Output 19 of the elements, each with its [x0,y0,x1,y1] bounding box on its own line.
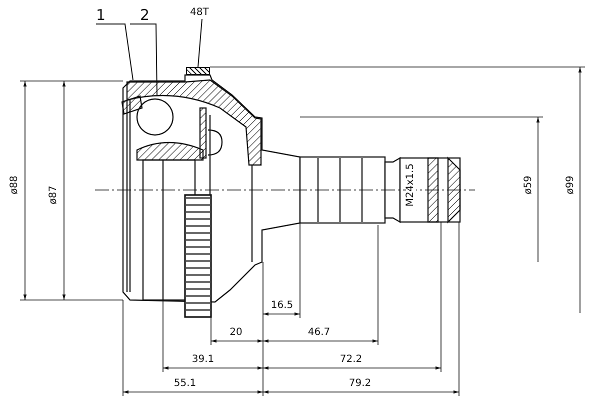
dimension-label: ø88 [10,176,20,194]
dimension-label: 20 [230,328,242,338]
dimension-label: 79.2 [348,379,372,389]
callout-number: 48T [190,8,209,18]
callout-number: 2 [140,8,150,23]
dimension-label: 72.2 [340,355,362,365]
dimension-label: 16.5 [270,301,294,311]
leader-line [198,18,202,68]
dimension-label: M24x1.5 [406,163,416,207]
dimension-label: ø99 [566,176,576,194]
dimension-label: 55.1 [174,379,196,389]
tooth-block [186,67,210,75]
dimension-label: ø87 [49,186,59,204]
dimension-label: 46.7 [308,328,330,338]
dimension-label: ø59 [524,176,534,194]
leader-line [130,24,158,96]
dimension-label: 39.1 [192,355,214,365]
leader-line [96,24,134,80]
callout-number: 1 [96,8,106,23]
